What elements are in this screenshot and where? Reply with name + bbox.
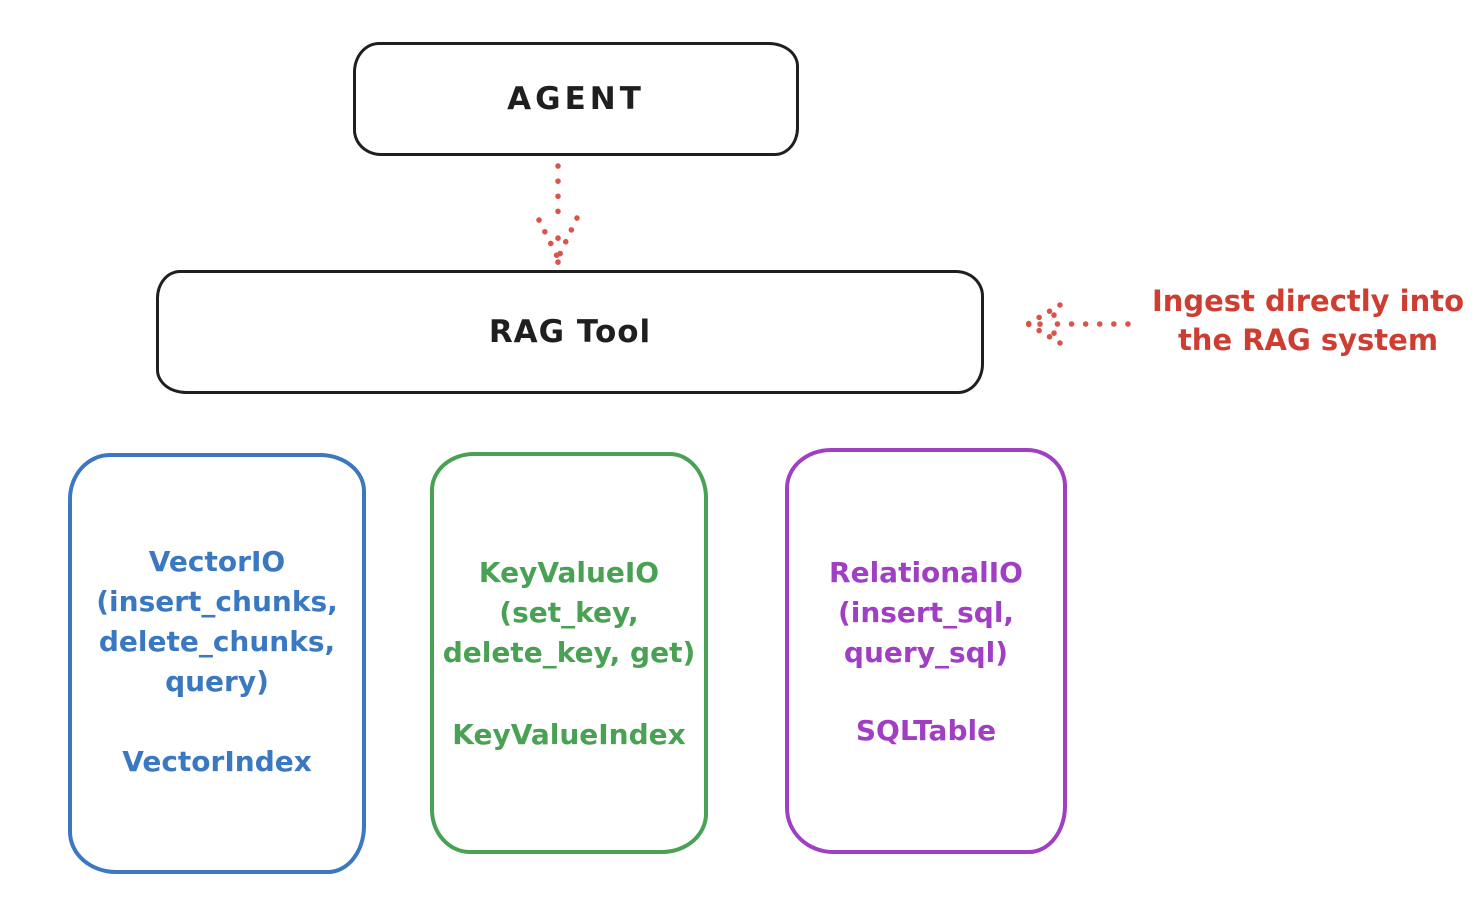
vector-io-methods-2: delete_chunks, xyxy=(98,625,336,658)
sql-table-label: SQLTable xyxy=(855,714,997,747)
vector-io-title: VectorIO xyxy=(148,545,286,578)
vector-io-methods-1: (insert_chunks, xyxy=(96,585,338,618)
ingest-annotation-line2: the RAG system xyxy=(1177,323,1439,357)
dotted-arrow-down-icon xyxy=(536,163,580,265)
vector-index-label: VectorIndex xyxy=(122,745,312,778)
vector-io-methods-3: query) xyxy=(165,665,269,698)
keyvalue-index-label: KeyValueIndex xyxy=(452,718,686,751)
agent-box: AGENT xyxy=(353,42,799,156)
ingest-annotation-line1: Ingest directly into xyxy=(1151,284,1465,318)
relational-io-box: RelationalIO (insert_sql, query_sql) SQL… xyxy=(785,448,1067,854)
keyvalue-io-title: KeyValueIO xyxy=(478,556,660,589)
ingest-annotation: Ingest directly into the RAG system xyxy=(1138,282,1478,360)
agent-label: AGENT xyxy=(507,81,645,117)
relational-io-methods-1: (insert_sql, xyxy=(837,596,1015,629)
rag-tool-label: RAG Tool xyxy=(488,314,652,350)
keyvalue-io-methods-2: delete_key, get) xyxy=(442,636,696,669)
dotted-arrow-left-icon xyxy=(1025,302,1131,346)
relational-io-methods-2: query_sql) xyxy=(843,636,1009,669)
rag-tool-box: RAG Tool xyxy=(156,270,984,394)
keyvalue-io-methods-1: (set_key, xyxy=(499,596,639,629)
vector-io-box: VectorIO (insert_chunks, delete_chunks, … xyxy=(68,453,366,874)
relational-io-title: RelationalIO xyxy=(829,556,1023,589)
keyvalue-io-box: KeyValueIO (set_key, delete_key, get) Ke… xyxy=(430,452,708,854)
